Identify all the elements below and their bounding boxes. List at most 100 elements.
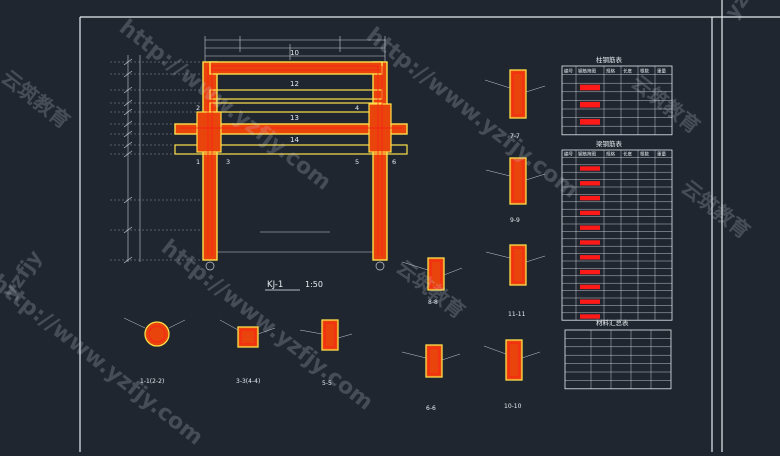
section-mark-6: 6 <box>392 158 396 166</box>
table2-title: 梁钢筋表 <box>596 139 623 148</box>
table1-rebar-sketch <box>580 119 600 125</box>
elevation-tick-mark <box>123 141 133 149</box>
table2-rebar-sketch <box>580 166 600 171</box>
elevation-tick-mark <box>123 86 133 94</box>
bottom-dimension-lines <box>204 231 386 258</box>
material-summary-table <box>564 329 672 390</box>
frame-kj1-elevation: 10 12 13 14 1 2 3 4 5 6 KJ-1 1:50 <box>174 36 408 291</box>
table2-header: 长度 <box>623 150 632 157</box>
lower-beam <box>174 144 408 155</box>
table1-rebar-sketch <box>580 101 600 108</box>
beam-rebar-table: 编号钢筋简图 规格 长度 根数 重量 <box>561 149 673 321</box>
table2-rebar-sketch <box>580 284 600 290</box>
section-details: 1-1(2-2) 3-3(4-4) 5-5 6-6 <box>123 69 546 412</box>
elevation-tick-mark <box>123 226 133 234</box>
table2-rebar-sketch <box>580 181 600 186</box>
table2-rebar-sketch <box>580 225 600 230</box>
beam-label-13: 13 <box>290 114 299 122</box>
section-label-9-9: 9-9 <box>510 217 520 224</box>
watermark-url-1: http://www.yzfjy.com <box>114 15 335 196</box>
section-label-8-8: 8-8 <box>428 299 438 306</box>
watermark-brand-2: 云筑教育 <box>627 70 705 138</box>
rebar-tables: 柱钢筋表 编号钢筋简图规格长度根数重量 梁钢筋表 编号钢筋简图规格长度根数重量 … <box>561 55 673 390</box>
section-mark-1: 1 <box>196 158 200 166</box>
section-3-3: 3-3(4-4) <box>219 319 276 385</box>
table2-border <box>561 149 673 321</box>
section-11-11: 11-11 <box>485 244 546 318</box>
table2-rebar-sketch <box>580 240 600 245</box>
footing-markers <box>205 261 385 271</box>
table2-rebar-sketch <box>580 255 600 260</box>
frame-rebar-lines <box>180 65 402 256</box>
watermark-brand-1: 云筑教育 <box>0 65 75 133</box>
table2-rebar-sketch <box>580 314 600 319</box>
section-5-5: 5-5 <box>299 319 353 387</box>
table1-rebar-sketch <box>580 84 600 91</box>
section-marks: 1 2 3 4 5 6 <box>196 104 396 166</box>
table2-header: 根数 <box>640 150 649 157</box>
watermark-url-4: http://www.yzfjy.com <box>0 270 208 451</box>
section-label-5-5: 5-5 <box>322 380 332 387</box>
table1-header: 长度 <box>623 68 632 75</box>
elevation-dimensions <box>110 55 200 264</box>
beam-label-14: 14 <box>290 136 299 144</box>
table3-border <box>564 329 672 390</box>
section-label-1-1: 1-1(2-2) <box>140 378 164 385</box>
section-label-3-3: 3-3(4-4) <box>236 378 260 385</box>
table1-header: 规格 <box>606 68 615 75</box>
table2-header: 重量 <box>657 150 666 157</box>
section-label-6-6: 6-6 <box>426 405 436 412</box>
table2-header: 钢筋简图 <box>578 150 596 157</box>
elevation-tick-mark <box>123 108 133 116</box>
right-column <box>372 61 388 261</box>
section-mark-4: 4 <box>355 104 359 112</box>
elevation-tick-mark <box>123 99 133 107</box>
section-label-10-10: 10-10 <box>504 403 522 410</box>
table1-header: 重量 <box>657 68 666 75</box>
frame-scale: 1:50 <box>305 280 323 289</box>
section-10-10: 10-10 <box>483 339 541 410</box>
table1-header: 根数 <box>640 68 649 75</box>
section-8-8: 8-8 <box>401 257 463 306</box>
section-7-7: 7-7 <box>484 69 546 140</box>
elevation-tick-mark <box>123 130 133 138</box>
section-mark-2: 2 <box>196 104 200 112</box>
section-9-9: 9-9 <box>485 157 546 224</box>
section-label-7-7: 7-7 <box>510 133 520 140</box>
beam-label-12: 12 <box>290 80 299 88</box>
section-mark-5: 5 <box>355 158 359 166</box>
elevation-tick-mark <box>123 70 133 78</box>
cantilever-beam <box>174 123 408 135</box>
drawing-frame <box>79 0 780 452</box>
table1-header: 编号 <box>564 68 573 75</box>
table3-title: 材料汇总表 <box>596 318 629 327</box>
watermark-short-1: yzfjy <box>719 0 769 23</box>
table2-header: 编号 <box>564 150 573 157</box>
elevation-tick-mark <box>123 196 133 204</box>
top-beam <box>209 61 383 75</box>
left-haunch <box>196 111 222 153</box>
beam-labels: 10 12 13 14 <box>290 49 299 144</box>
watermark-url-3: http://www.yzfjy.com <box>156 235 377 416</box>
table2-rebar-sketch <box>580 269 600 275</box>
table2-rebar-sketch <box>580 195 600 201</box>
elevation-tick-mark <box>123 120 133 128</box>
table1-header: 钢筋简图 <box>578 68 596 75</box>
beam-label-10: 10 <box>290 49 299 57</box>
elevation-tick-mark <box>123 58 133 66</box>
table2-rebar-sketch <box>580 210 600 216</box>
table2-rebar-sketch <box>580 299 600 304</box>
frame-title: KJ-1 <box>267 280 283 290</box>
watermark-url-2: http://www.yzfjy.com <box>361 23 582 204</box>
watermark-brand-4: 云筑教育 <box>677 175 755 243</box>
elevation-tick-mark <box>123 256 133 264</box>
section-6-6: 6-6 <box>401 344 461 412</box>
section-label-11-11: 11-11 <box>508 311 526 318</box>
section-mark-3: 3 <box>226 158 230 166</box>
column-rebar-table: 编号钢筋简图 规格 长度 根数 重量 <box>561 65 673 136</box>
elevation-tick-mark <box>123 150 133 158</box>
top-dimension-lines <box>204 36 386 64</box>
table2-header: 规格 <box>606 150 615 157</box>
